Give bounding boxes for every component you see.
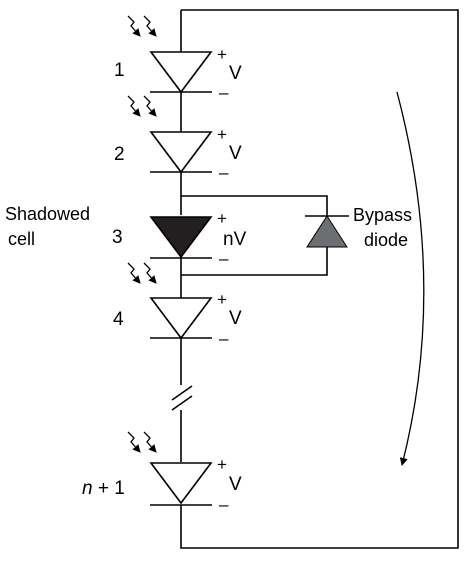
cell-n-plus-1-label-var: n xyxy=(82,478,93,499)
cell-1-plus: + xyxy=(217,45,227,64)
cell-2-minus: – xyxy=(219,163,229,182)
cell-3-plus: + xyxy=(217,209,227,228)
cell-n-plus-1-minus: – xyxy=(219,495,229,514)
cell-n-plus-1-voltage: V xyxy=(229,474,242,495)
cell-3-shadowed xyxy=(149,216,213,259)
shadowed-label-line1: Shadowed xyxy=(5,204,90,224)
return-wire xyxy=(180,9,459,549)
cell-2-voltage: V xyxy=(229,143,242,164)
cell-3-label: 3 xyxy=(112,227,123,248)
cell-n-plus-1-plus: + xyxy=(217,455,227,474)
cell-3-minus: – xyxy=(219,249,229,268)
sunlight-arrows-icon xyxy=(127,15,157,37)
cell-4-minus: – xyxy=(219,329,229,348)
cell-1-minus: – xyxy=(219,83,229,102)
bypass-label-line2: diode xyxy=(364,230,408,250)
cell-4 xyxy=(149,297,213,340)
cell-1 xyxy=(149,51,213,94)
bypass-label-line1: Bypass xyxy=(353,205,412,225)
cell-2-plus: + xyxy=(217,125,227,144)
cell-n-plus-1-label-suffix: + 1 xyxy=(93,478,125,499)
cell-2 xyxy=(149,131,213,174)
cell-n-plus-1 xyxy=(149,462,213,506)
bypass-branch-wire xyxy=(181,195,328,276)
sunlight-arrows-icon xyxy=(127,262,157,284)
bypass-diode xyxy=(305,215,349,248)
cell-1-label: 1 xyxy=(114,60,125,81)
cell-4-label: 4 xyxy=(113,309,124,330)
sunlight-arrows-icon xyxy=(127,431,157,453)
cell-3-voltage: nV xyxy=(223,229,247,250)
cell-n-plus-1-label: n + 1 xyxy=(82,478,125,499)
cell-4-plus: + xyxy=(217,290,227,309)
current-direction-arrow xyxy=(396,91,425,466)
cell-1-voltage: V xyxy=(229,63,242,84)
cell-2-label: 2 xyxy=(114,144,125,165)
cell-4-voltage: V xyxy=(229,308,242,329)
shadowed-label-line2: cell xyxy=(8,229,35,249)
break-mark xyxy=(171,385,193,411)
sunlight-arrows-icon xyxy=(127,95,157,117)
